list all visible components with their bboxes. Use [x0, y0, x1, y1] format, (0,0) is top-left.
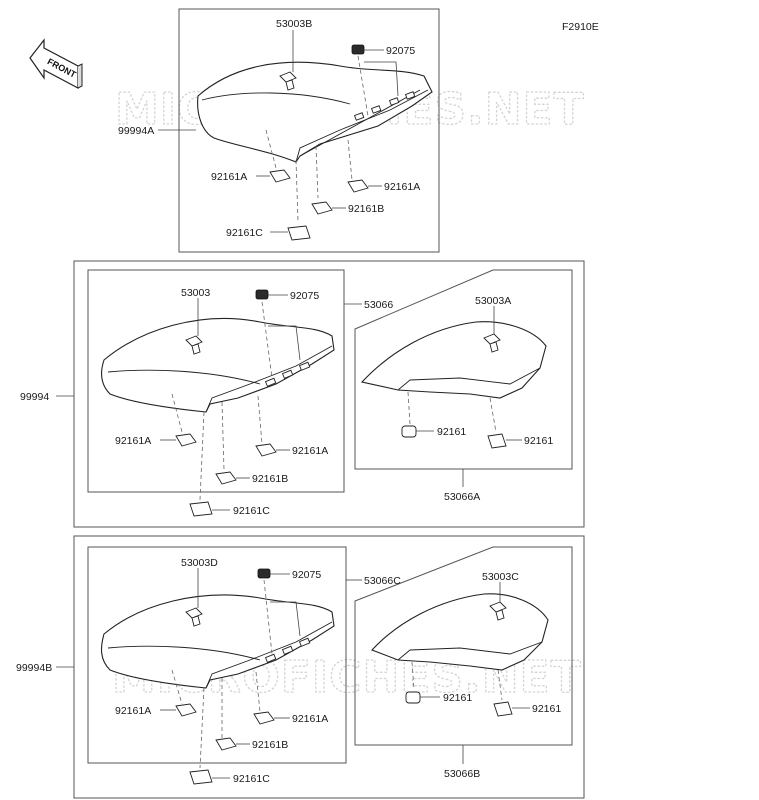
bottom-passenger-cover-plate — [489, 601, 507, 621]
callout-53003A: 53003A — [475, 295, 511, 307]
callout-53003D: 53003D — [181, 557, 218, 569]
middle-damper-a-left — [175, 433, 197, 447]
middle-passenger-damper-right — [487, 433, 507, 449]
top-damper-a-right — [347, 179, 369, 193]
callout-92161A-middle-left: 92161A — [115, 435, 151, 447]
callout-92161-middle-left: 92161 — [437, 426, 466, 438]
bottom-grommet — [257, 568, 271, 579]
callout-99994: 99994 — [20, 391, 49, 403]
middle-rider-seat — [100, 317, 335, 413]
bottom-group-99994B: 99994B 53003D 92075 53066C 92161A 92161A — [16, 535, 585, 799]
bottom-passenger-damper-left — [405, 691, 421, 704]
callout-53003B: 53003B — [276, 18, 312, 30]
callout-99994A: 99994A — [118, 125, 154, 137]
top-cover-plate — [279, 71, 297, 91]
middle-passenger-seat — [360, 321, 547, 399]
callout-92161A-top-right: 92161A — [384, 181, 420, 193]
middle-grommet — [255, 289, 269, 300]
callout-92161-bottom-left: 92161 — [443, 692, 472, 704]
bottom-passenger-frame — [354, 546, 573, 746]
callout-53066A: 53066A — [444, 491, 480, 503]
middle-damper-c — [189, 501, 213, 517]
callout-92161A-middle-right: 92161A — [292, 445, 328, 457]
bottom-damper-a-right — [253, 711, 275, 725]
top-grommet — [351, 44, 365, 55]
callout-92161-bottom-right: 92161 — [532, 703, 561, 715]
callout-92161B-top: 92161B — [348, 203, 384, 215]
top-seat — [197, 61, 433, 163]
callout-92075-top: 92075 — [386, 45, 415, 57]
callout-92161A-bottom-right: 92161A — [292, 713, 328, 725]
middle-group-99994: 99994 53003 92075 53066 92161A — [20, 260, 585, 528]
middle-damper-a-right — [255, 443, 277, 457]
callout-92161A-top-left: 92161A — [211, 171, 247, 183]
bottom-passenger-damper-right — [493, 701, 513, 717]
top-damper-b — [311, 201, 333, 215]
middle-passenger-frame — [354, 269, 573, 470]
bottom-rider-cover-plate — [185, 607, 203, 627]
top-group-99994A: 53003B 92075 99994A 92161A 92161A 92161B… — [118, 8, 440, 253]
callout-53066: 53066 — [364, 299, 393, 311]
callout-92161C-middle: 92161C — [233, 505, 270, 517]
callout-53066C: 53066C — [364, 575, 401, 587]
figure-code: F2910E — [562, 21, 599, 33]
front-direction-arrow-icon: FRONT — [29, 38, 83, 89]
top-group-frame — [178, 8, 440, 253]
bottom-damper-a-left — [175, 703, 197, 717]
callout-92161A-bottom-left: 92161A — [115, 705, 151, 717]
top-damper-c — [287, 225, 311, 241]
callout-53066B: 53066B — [444, 768, 480, 780]
callout-53003C: 53003C — [482, 571, 519, 583]
callout-99994B: 99994B — [16, 662, 52, 674]
middle-damper-b — [215, 471, 237, 485]
callout-92075-middle: 92075 — [290, 290, 319, 302]
middle-passenger-cover-plate — [483, 333, 501, 353]
callout-92075-bottom: 92075 — [292, 569, 321, 581]
bottom-passenger-seat — [371, 593, 549, 671]
bottom-rider-seat — [100, 594, 335, 689]
callout-92161C-bottom: 92161C — [233, 773, 270, 785]
top-damper-a-left — [269, 169, 291, 183]
callout-92161B-middle: 92161B — [252, 473, 288, 485]
bottom-damper-c — [189, 769, 213, 785]
callout-92161-middle-right: 92161 — [524, 435, 553, 447]
middle-outer-frame — [73, 260, 585, 528]
bottom-damper-b — [215, 737, 237, 751]
bottom-rider-frame — [87, 546, 347, 764]
callout-92161B-bottom: 92161B — [252, 739, 288, 751]
callout-53003: 53003 — [181, 287, 210, 299]
middle-rider-frame — [87, 269, 345, 493]
middle-passenger-damper-left — [401, 425, 417, 438]
middle-rider-cover-plate — [185, 335, 203, 355]
callout-92161C-top: 92161C — [226, 227, 263, 239]
